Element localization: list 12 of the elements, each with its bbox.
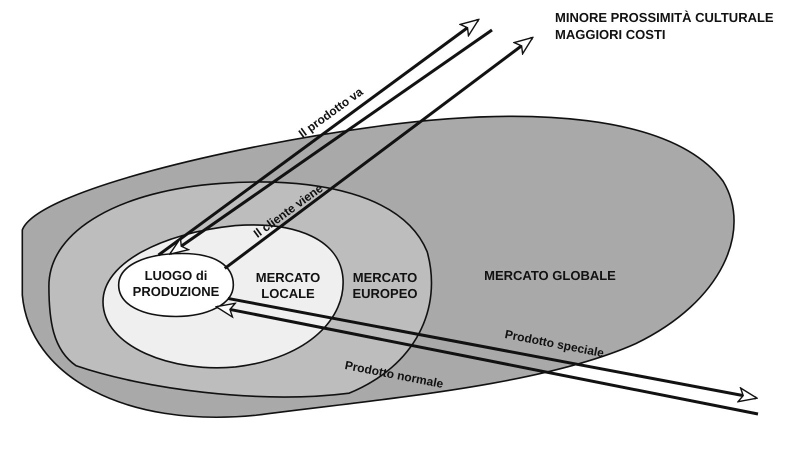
note-text: MAGGIORI COSTI [555, 27, 666, 42]
region-label: MERCATO GLOBALE [483, 268, 617, 284]
arrow [216, 302, 758, 416]
edge-label: Prodotto normale [344, 358, 445, 391]
region-label: MERCATO LOCALE [254, 270, 322, 302]
arrow [224, 36, 534, 270]
region-label: LUOGO di PRODUZIONE [132, 268, 220, 300]
region-label: MERCATO EUROPEO [351, 270, 418, 302]
arrow [228, 296, 758, 402]
edge-label: Prodotto speciale [504, 327, 606, 360]
note-text: MINORE PROSSIMITÀ CULTURALE [555, 10, 774, 25]
market-region [115, 250, 237, 320]
